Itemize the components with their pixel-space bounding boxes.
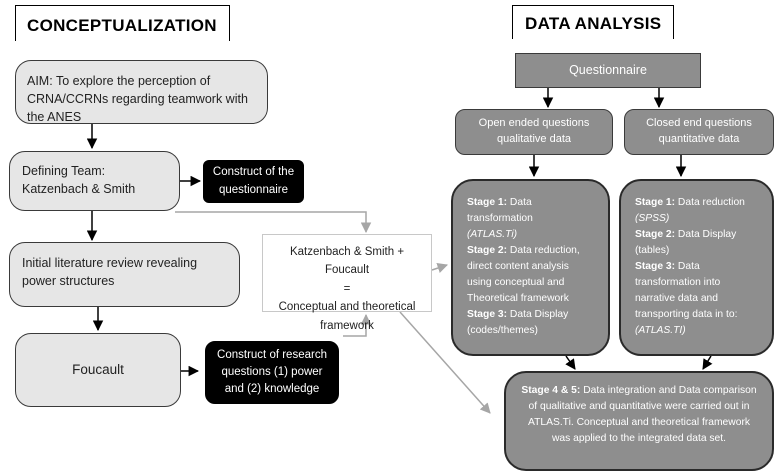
- foucault-box: Foucault: [15, 333, 181, 407]
- closed-stage-2: Stage 2: Data Display (tables): [635, 228, 737, 256]
- open-stage-1: Stage 1: Data transformation(ATLAS.Ti): [467, 197, 533, 240]
- open-stage-3: Stage 3: Data Display (codes/themes): [467, 308, 569, 336]
- framework-line-2: =: [343, 282, 351, 295]
- open-ended-box: Open ended questions qualitative data: [455, 109, 613, 155]
- framework-box: Katzenbach & Smith + Foucault = Conceptu…: [262, 234, 432, 332]
- framework-line-3: Conceptual and theoretical framework: [278, 301, 416, 332]
- arrow-open-stages-to-stage45: [565, 355, 576, 370]
- open-stages-box: Stage 1: Data transformation(ATLAS.Ti) S…: [451, 179, 610, 356]
- closed-stages-box: Stage 1: Data reduction(SPSS) Stage 2: D…: [619, 179, 774, 356]
- closed-stage-1: Stage 1: Data reduction(SPSS): [635, 197, 745, 224]
- closed-stage-3: Stage 3: Data transformation into narrat…: [635, 260, 738, 336]
- questionnaire-box: Questionnaire: [515, 53, 701, 88]
- open-stage-2: Stage 2: Data reduction, direct content …: [467, 244, 580, 304]
- arrow-foucault-to-framework: [343, 313, 372, 337]
- literature-review-box: Initial literature review revealing powe…: [9, 242, 240, 307]
- arrow-framework-to-open-stages: [431, 263, 448, 273]
- aim-box: AIM: To explore the perception of CRNA/C…: [15, 60, 268, 124]
- arrow-defining-to-framework: [175, 211, 372, 234]
- framework-line-1: Katzenbach & Smith + Foucault: [289, 246, 405, 277]
- closed-end-box: Closed end questions quantitative data: [624, 109, 774, 155]
- arrow-framework-to-stage45: [399, 311, 491, 414]
- defining-team-box: Defining Team: Katzenbach & Smith: [9, 151, 180, 211]
- stage-4-5-box: Stage 4 & 5: Data integration and Data c…: [504, 371, 774, 471]
- construct-questionnaire-box: Construct of the questionnaire: [203, 160, 304, 203]
- arrow-closed-stages-to-stage45: [702, 355, 713, 370]
- conceptualization-heading: CONCEPTUALIZATION: [15, 5, 230, 41]
- construct-research-box: Construct of research questions (1) powe…: [205, 341, 339, 404]
- data-analysis-heading: DATA ANALYSIS: [512, 5, 674, 39]
